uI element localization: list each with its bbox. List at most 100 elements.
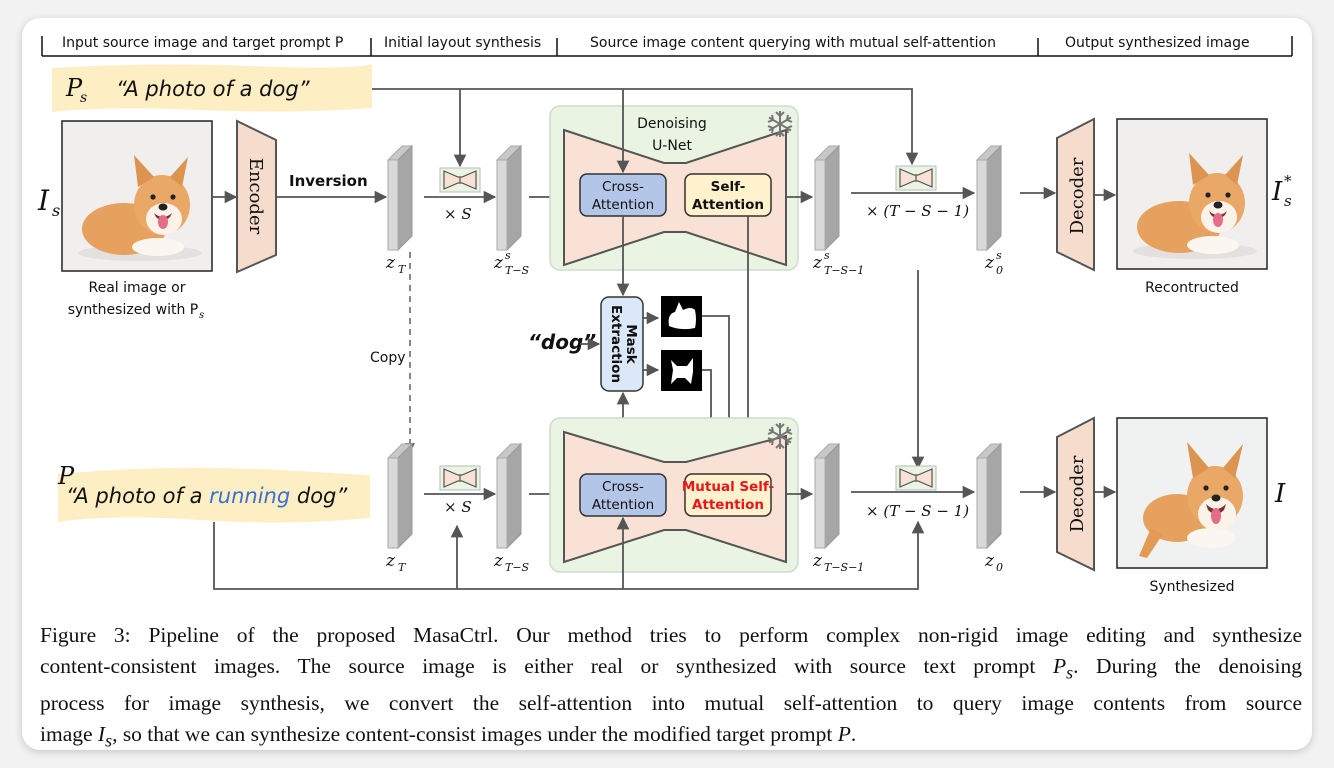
cross-attention-bottom-line2: Attention xyxy=(592,497,654,513)
latent-zTS-top-label: z xyxy=(493,253,504,273)
latent-zTS1-top-sup: s xyxy=(824,249,830,262)
unet-title-line1: Denoising xyxy=(637,116,707,132)
latent-zTS-top xyxy=(496,145,522,251)
caption-line-2: content-consistent images. The source im… xyxy=(40,651,1302,688)
self-attention-box xyxy=(684,173,772,217)
caption-symbol-Ps: P xyxy=(1052,654,1067,678)
output-top-symbol: I xyxy=(1271,177,1283,207)
denoising-unet-top: Denoising U-Net Cross- Attention Self- A… xyxy=(549,105,799,271)
target-prompt-symbol: P xyxy=(57,462,75,490)
cross-attention-bottom-line1: Cross- xyxy=(602,479,644,495)
encoder-block: Encoder xyxy=(236,119,277,274)
cross-attention-top-line2: Attention xyxy=(592,197,654,213)
latent-z0-bottom-label: z xyxy=(984,551,995,571)
target-mask-thumbnail xyxy=(661,350,702,391)
output-bottom-symbol: I xyxy=(1274,479,1286,509)
cross-attention-box-bottom xyxy=(579,473,667,517)
copy-label: Copy xyxy=(370,350,406,366)
latent-zTS1-bottom-sub: T−S−1 xyxy=(824,561,864,574)
reconstructed-image xyxy=(1116,118,1268,270)
latent-zT-bottom-label: z xyxy=(385,551,396,571)
mini-unet-icon-bottom-left xyxy=(439,465,481,491)
caption-line-4: image Is, so that we can synthesize cont… xyxy=(40,719,1302,756)
latent-zTS1-bottom-label: z xyxy=(812,551,823,571)
source-image-caption-sub: s xyxy=(199,310,204,321)
source-image-symbol: I xyxy=(37,184,50,217)
latent-zT-bottom xyxy=(387,443,413,549)
header-output-stage: Output synthesized image xyxy=(1065,35,1250,51)
source-image-caption-line1: Real image or xyxy=(88,280,185,296)
decoder-block-top: Decoder xyxy=(1056,117,1095,272)
caption-line-4c: . xyxy=(850,722,857,747)
caption-symbol-Is-sub: s xyxy=(105,730,113,751)
cross-attention-top-line1: Cross- xyxy=(602,179,644,195)
mini-unet-icon-top-right xyxy=(895,165,937,191)
source-image xyxy=(61,120,213,272)
mask-extraction-line2: Extraction xyxy=(608,305,624,383)
inversion-label: Inversion xyxy=(289,172,368,190)
decoder-block-bottom: Decoder xyxy=(1056,416,1095,572)
mask-extraction-line1: Mask xyxy=(623,324,639,365)
latent-zTS1-top-label: z xyxy=(812,253,823,273)
header-input-stage: Input source image and target prompt P xyxy=(62,35,343,51)
latent-zTS-bottom-sub: T−S xyxy=(505,561,530,574)
decoder-label-top: Decoder xyxy=(1067,157,1088,234)
synthesized-caption: Synthesized xyxy=(1149,579,1234,595)
figure-caption: Figure 3: Pipeline of the proposed MasaC… xyxy=(40,620,1302,757)
unet-title-line2: U-Net xyxy=(652,138,692,154)
source-prompt: P s “A photo of a dog” xyxy=(52,64,372,112)
latent-z0-top xyxy=(976,145,1002,251)
caption-line-2b: . During the denoising xyxy=(1073,654,1302,678)
repeat-s-top: × S xyxy=(444,205,472,223)
source-prompt-subscript: s xyxy=(80,90,87,106)
source-mask-thumbnail xyxy=(661,296,702,337)
latent-zTS-bottom-label: z xyxy=(493,551,504,571)
caption-symbol-P: P xyxy=(837,722,851,747)
decoder-label-bottom: Decoder xyxy=(1067,455,1088,532)
target-prompt-text-before: “A photo of a xyxy=(66,484,209,508)
latent-z0-bottom-sub: 0 xyxy=(996,561,1003,574)
target-prompt: P “A photo of a running dog” xyxy=(57,462,374,523)
repeat-s-bottom: × S xyxy=(444,498,472,516)
latent-zT-top xyxy=(387,145,413,251)
stage-header-bar: Input source image and target prompt P I… xyxy=(41,35,1293,57)
denoising-unet-bottom: Cross- Attention Mutual Self- Attention xyxy=(549,417,799,573)
source-prompt-text: “A photo of a dog” xyxy=(116,77,311,101)
latent-zTS1-top xyxy=(814,145,840,251)
latent-zT-top-sub: T xyxy=(398,263,407,276)
self-attention-line1: Self- xyxy=(711,179,746,195)
latent-zTS-top-sup: s xyxy=(505,249,511,262)
source-prompt-symbol: P xyxy=(65,74,83,102)
latent-zT-bottom-sub: T xyxy=(398,561,407,574)
repeat-rest-top: × (T − S − 1) xyxy=(866,202,969,220)
header-querying-stage: Source image content querying with mutua… xyxy=(590,35,996,51)
output-top-superscript: * xyxy=(1284,172,1292,190)
mini-unet-icon-bottom-right xyxy=(895,465,937,491)
mutual-self-attention-box xyxy=(684,473,772,517)
reconstructed-caption: Recontructed xyxy=(1145,280,1239,296)
target-prompt-text: “A photo of a running dog” xyxy=(66,484,348,508)
self-attention-line2: Attention xyxy=(692,197,764,213)
encoder-label: Encoder xyxy=(245,158,266,235)
latent-zTS-bottom xyxy=(496,443,522,549)
latent-z0-top-sub: 0 xyxy=(996,264,1003,277)
latent-z0-top-sup: s xyxy=(996,249,1002,262)
mutual-self-attention-line1: Mutual Self- xyxy=(682,479,774,495)
mask-token: “dog” xyxy=(528,330,596,354)
output-top-subscript: s xyxy=(1284,192,1292,210)
target-prompt-highlight: running xyxy=(209,484,290,508)
latent-z0-bottom xyxy=(976,443,1002,549)
caption-symbol-Is: I xyxy=(97,722,106,747)
caption-symbol-Ps-sub: s xyxy=(1066,662,1074,683)
mini-unet-icon-top-left xyxy=(439,167,481,193)
caption-line-4b: , so that we can synthesize content-cons… xyxy=(112,722,838,747)
latent-zTS-top-sub: T−S xyxy=(505,264,530,277)
caption-line-4a: image xyxy=(40,722,98,747)
latent-zTS1-bottom xyxy=(814,443,840,549)
caption-line-2a: content-consistent images. The source im… xyxy=(40,654,1053,678)
latent-zTS1-top-sub: T−S−1 xyxy=(824,264,864,277)
latent-z0-top-label: z xyxy=(984,253,995,273)
latent-zT-top-label: z xyxy=(385,253,396,273)
caption-line-1: Figure 3: Pipeline of the proposed MasaC… xyxy=(40,623,1302,647)
